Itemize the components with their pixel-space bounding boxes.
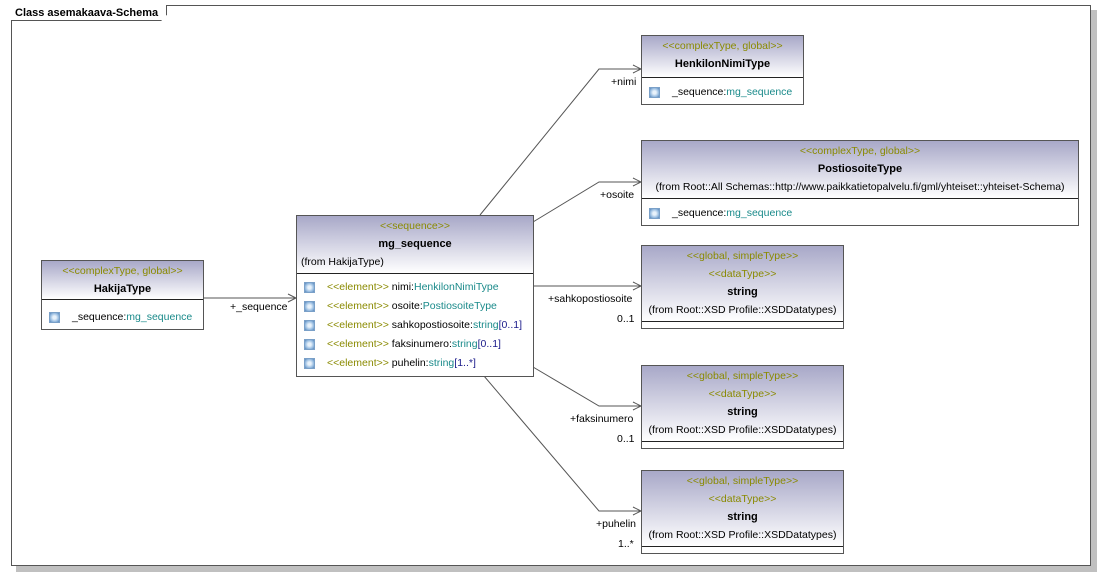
class-origin: (from Root::XSD Profile::XSDDatatypes) [648,304,837,316]
attribute-icon [649,208,660,219]
attribute-row[interactable]: <<element>> nimi:HenkilonNimiType [297,278,533,297]
role-label-puhelin: +puhelin [596,518,636,530]
role-label-sahkopostiosoite: +sahkopostiosoite [548,293,633,305]
association-faksinumero[interactable] [532,366,643,411]
attribute-row[interactable]: _sequence:mg_sequence [642,204,1078,223]
class-stereotype: <<global, simpleType>> [686,370,799,382]
multiplicity-label-sahkopostiosoite: 0..1 [617,313,635,325]
class-string-faksinumero[interactable]: <<global, simpleType>> <<dataType>> stri… [641,365,844,449]
attribute-icon [649,87,660,98]
attribute-icon [304,282,315,293]
class-string-puhelin[interactable]: <<global, simpleType>> <<dataType>> stri… [641,470,844,554]
class-postiosoitetype[interactable]: <<complexType, global>> PostiosoiteType … [641,140,1079,226]
attribute-row[interactable]: <<element>> sahkopostiosoite:string[0..1… [297,316,533,335]
class-name: mg_sequence [378,238,452,250]
class-name: HenkilonNimiType [674,58,771,70]
class-stereotype: <<complexType, global>> [799,145,921,157]
role-label-faksinumero: +faksinumero [570,413,634,425]
class-stereotype: <<global, simpleType>> [686,250,799,262]
class-hakijatype[interactable]: <<complexType, global>> HakijaType _sequ… [41,260,204,330]
class-name: string [727,406,758,418]
attribute-icon [304,339,315,350]
attribute-icon [304,301,315,312]
diagram-title: Class asemakaava-Schema [11,5,167,21]
class-stereotype: <<global, simpleType>> [686,475,799,487]
class-origin: (from Root::All Schemas::http://www.paik… [655,181,1065,193]
attribute-row[interactable]: _sequence:mg_sequence [642,83,803,102]
multiplicity-label-puhelin: 1..* [618,538,634,550]
association-sahkopostiosoite[interactable] [533,281,643,291]
class-stereotype: <<sequence>> [379,220,451,232]
attribute-row[interactable]: <<element>> faksinumero:string[0..1] [297,335,533,354]
class-stereotype-datatype: <<dataType>> [708,388,777,400]
class-name: string [727,511,758,523]
association-puhelin[interactable] [483,375,643,516]
class-name: PostiosoiteType [817,163,903,175]
class-origin: (from Root::XSD Profile::XSDDatatypes) [648,529,837,541]
class-mg-sequence[interactable]: <<sequence>> mg_sequence (from HakijaTyp… [296,215,534,377]
attribute-icon [304,320,315,331]
role-label-osoite: +osoite [600,189,635,201]
class-stereotype-datatype: <<dataType>> [708,493,777,505]
attribute-row[interactable]: _sequence:mg_sequence [42,308,203,327]
class-henkilonnimitype[interactable]: <<complexType, global>> HenkilonNimiType… [641,35,804,105]
class-name: HakijaType [93,283,152,295]
attribute-row[interactable]: <<element>> osoite:PostiosoiteType [297,297,533,316]
class-origin: (from Root::XSD Profile::XSDDatatypes) [648,424,837,436]
class-stereotype-datatype: <<dataType>> [708,268,777,280]
class-stereotype: <<complexType, global>> [662,40,783,52]
class-stereotype: <<complexType, global>> [62,265,183,277]
attribute-icon [304,358,315,369]
role-label-sequence: +_sequence [230,301,288,313]
attribute-row[interactable]: <<element>> puhelin:string[1..*] [297,354,533,373]
class-origin: (from HakijaType) [301,256,384,268]
role-label-nimi: +nimi [611,76,637,88]
class-string-sahkopostiosoite[interactable]: <<global, simpleType>> <<dataType>> stri… [641,245,844,329]
class-name: string [727,286,758,298]
multiplicity-label-faksinumero: 0..1 [617,433,635,445]
attribute-icon [49,312,60,323]
